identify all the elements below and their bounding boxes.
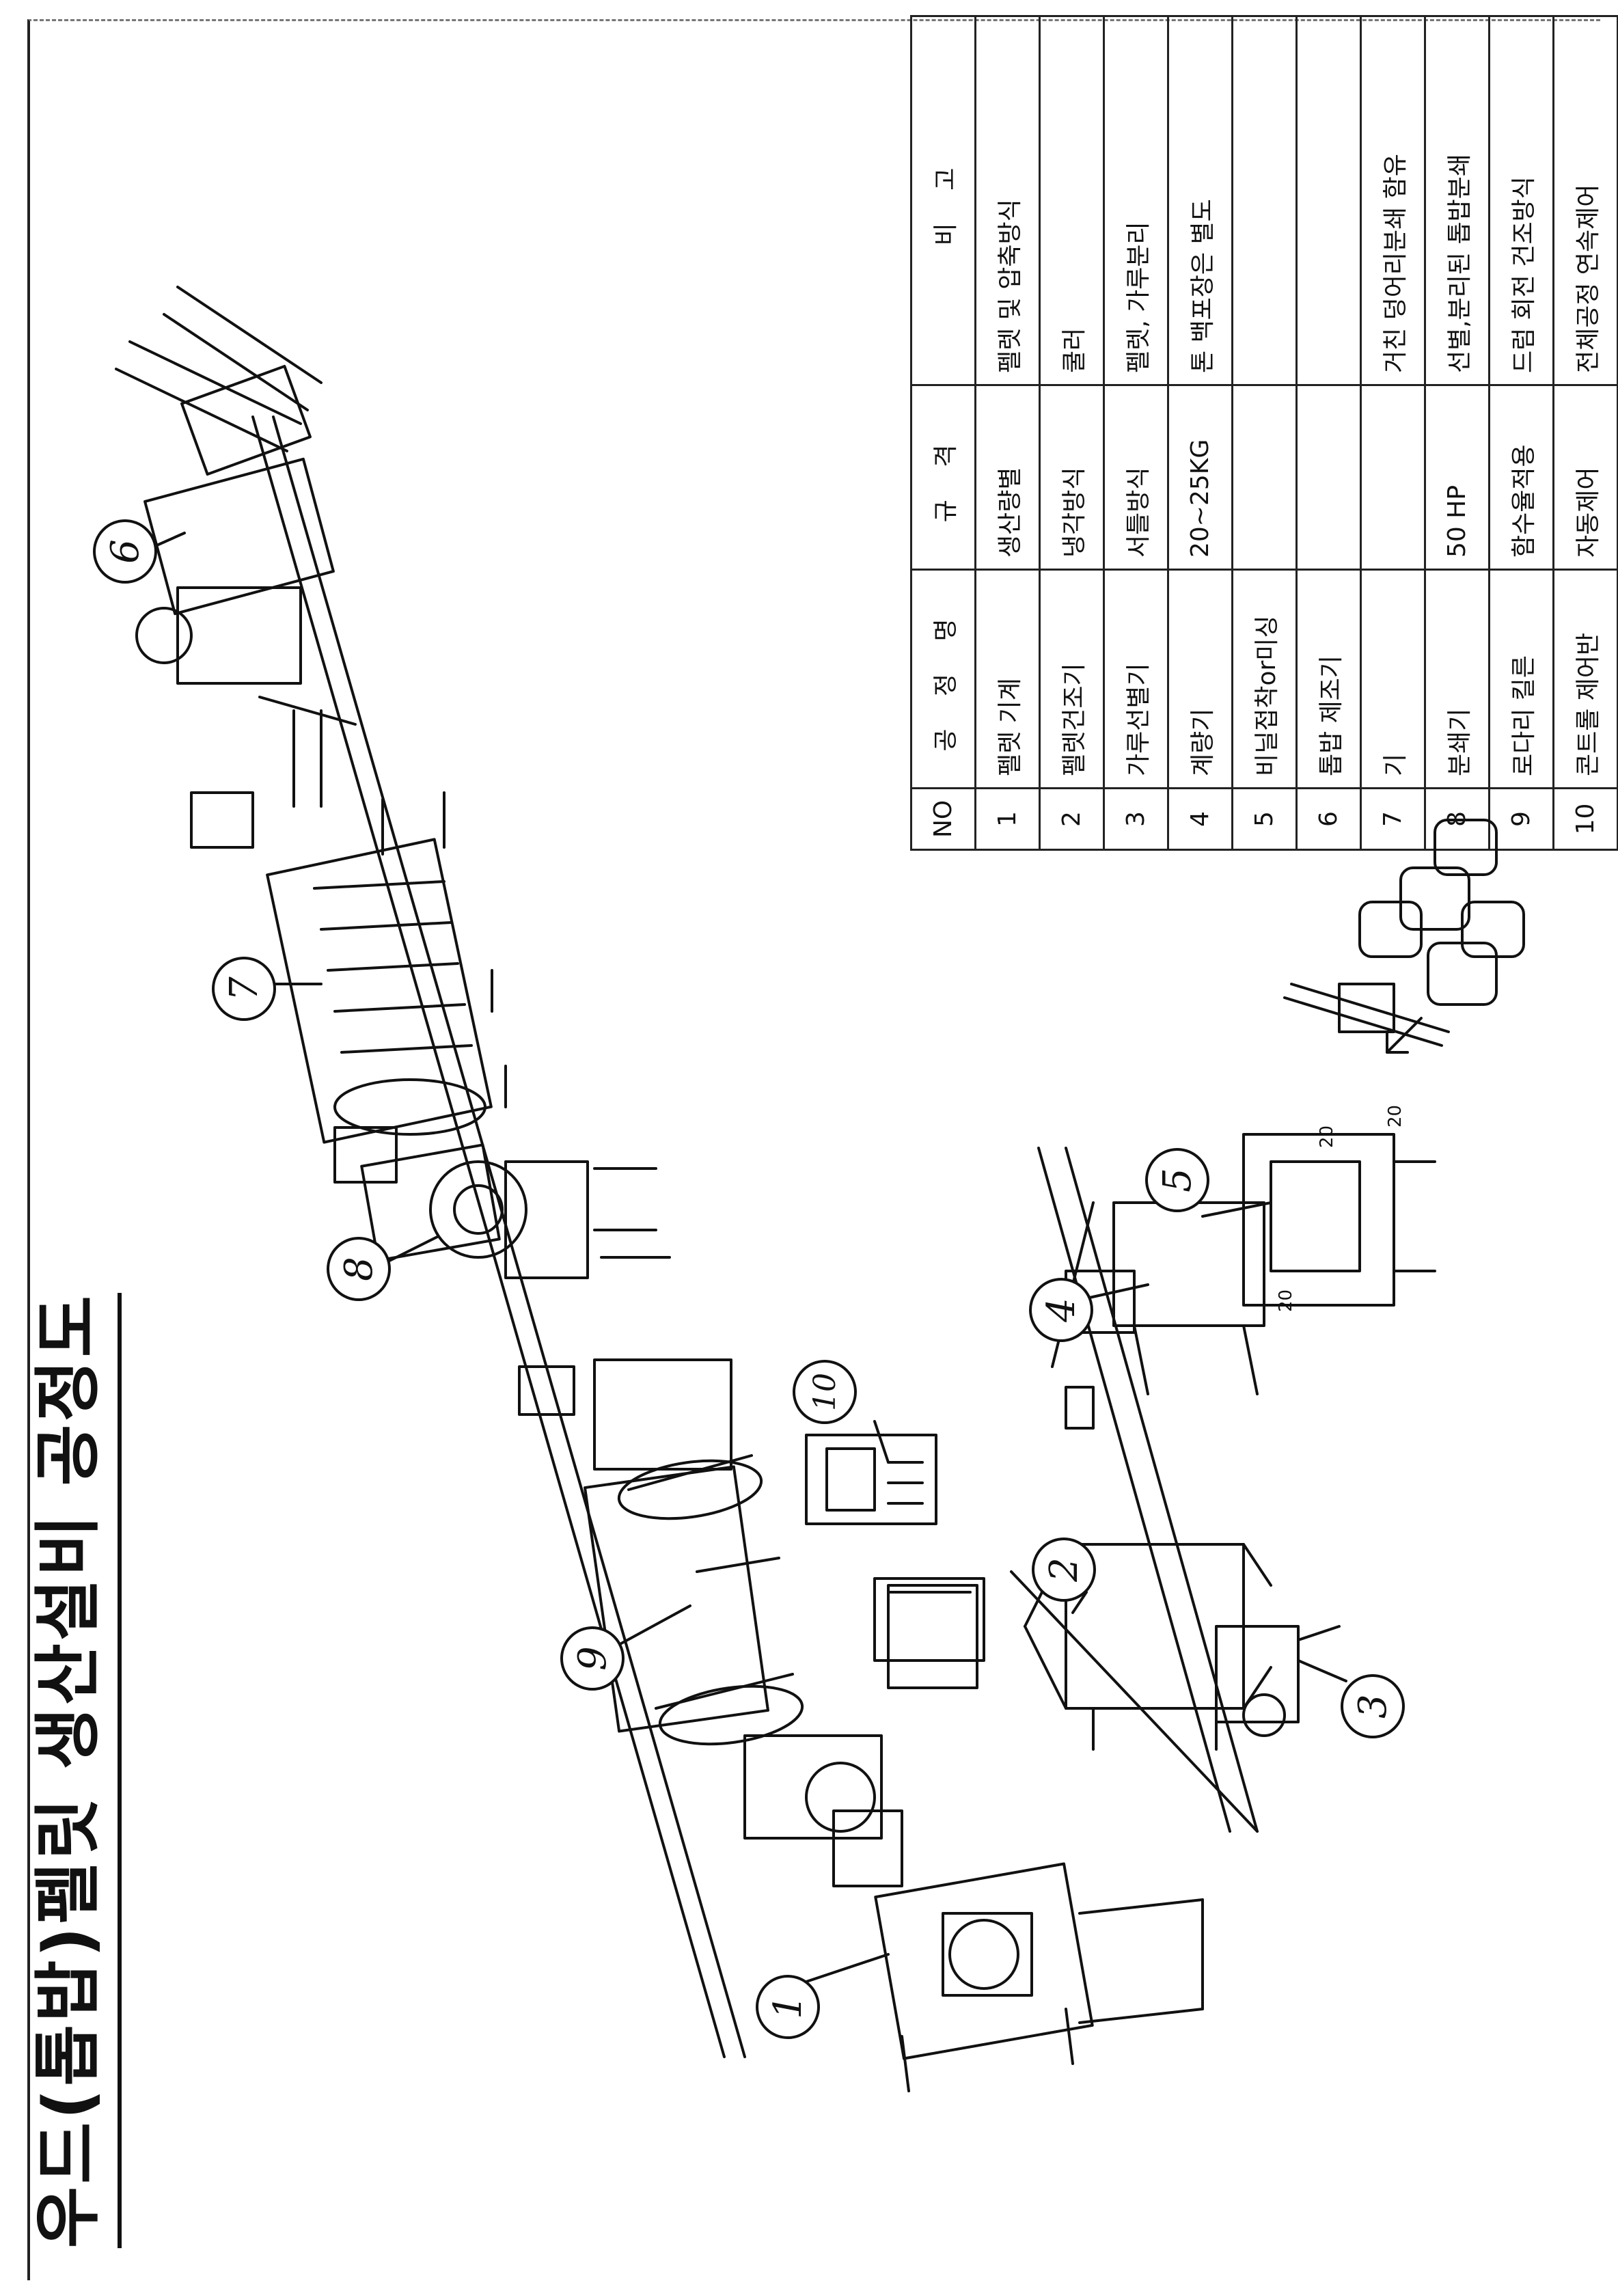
bagged-product-stack — [1358, 819, 1525, 1054]
bag-label: 20 — [1317, 1125, 1337, 1148]
callout-3: 3 — [1341, 1674, 1405, 1738]
bag-label: 20 — [1385, 1105, 1406, 1128]
callout-8: 8 — [327, 1237, 391, 1301]
callout-6: 6 — [93, 519, 157, 584]
fines-screener-machine — [1215, 1625, 1341, 1737]
trommel-screen-machine — [190, 791, 507, 1144]
callout-9: 9 — [560, 1626, 625, 1691]
callout-leaders — [122, 532, 1347, 1983]
callout-2: 2 — [1032, 1538, 1096, 1602]
bag-label: 20 — [1276, 1289, 1296, 1312]
crusher-machine — [333, 1126, 671, 1279]
bag-sealer-machine — [1242, 983, 1450, 1307]
callout-7: 7 — [212, 957, 276, 1021]
sheet-border — [27, 19, 1600, 2280]
upper-conveyor-line — [251, 415, 746, 2058]
pellet-machine — [832, 1809, 1204, 2092]
callout-5: 5 — [1145, 1148, 1209, 1212]
rotary-kiln-machine — [518, 1358, 883, 1840]
control-panel — [805, 1434, 985, 1662]
sawdust-maker-machine — [115, 286, 357, 808]
lower-conveyor-line — [1010, 1147, 1259, 1833]
callout-10: 10 — [793, 1360, 857, 1424]
callout-1: 1 — [756, 1975, 820, 2039]
callout-4: 4 — [1029, 1278, 1093, 1342]
